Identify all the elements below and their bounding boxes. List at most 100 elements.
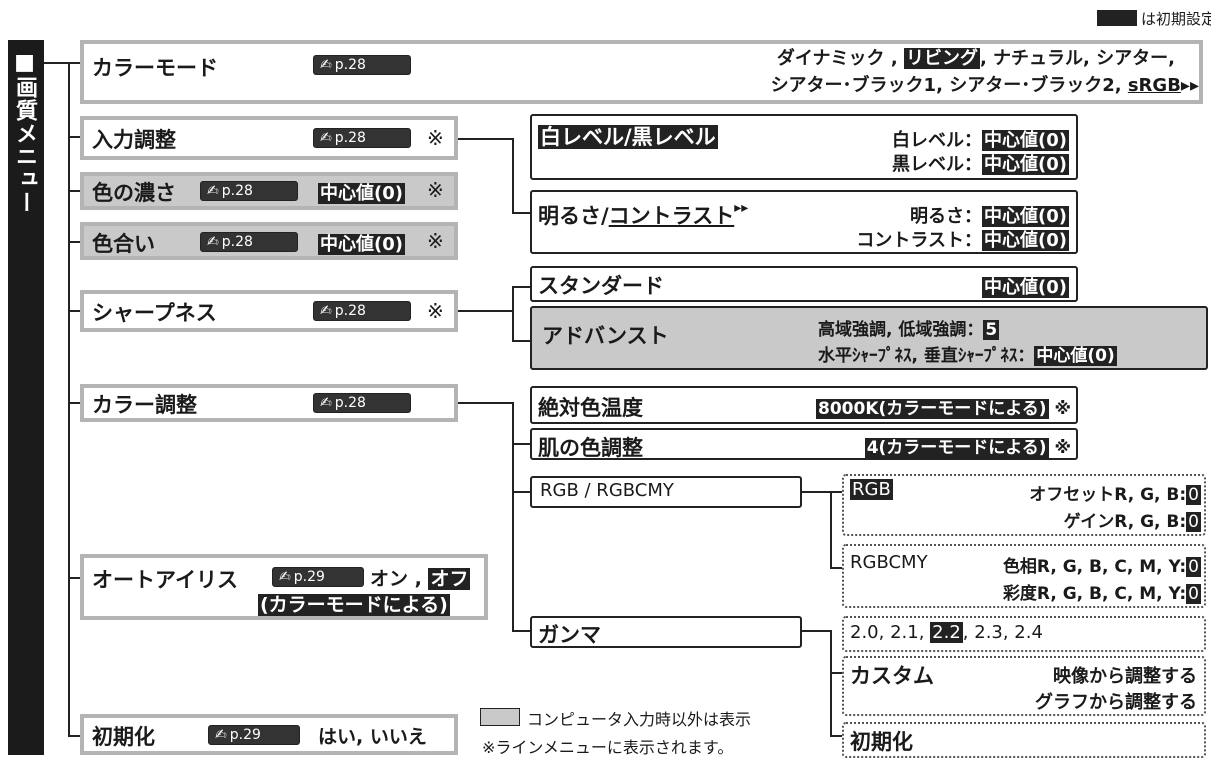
reset-label: 初期化 <box>92 725 155 749</box>
color-adjust-label: カラー調整 <box>92 393 197 417</box>
white-black-level-label: 白レベル/黒レベル <box>538 125 718 149</box>
standard-default: 中心値(0) <box>982 277 1069 298</box>
input-adjust-label: 入力調整 <box>92 128 176 152</box>
color-density-default: 中心値(0) <box>318 183 405 204</box>
connector <box>830 567 842 569</box>
connector <box>830 491 842 493</box>
color-density-label: 色の濃さ <box>92 181 176 205</box>
rgb-rgbcmy-label: RGB / RGBCMY <box>540 480 674 501</box>
gamma-custom-box[interactable] <box>842 656 1206 716</box>
rgbcmy-sub-box[interactable] <box>842 544 1206 608</box>
pen-hand-icon: ✍ <box>207 183 219 199</box>
line-menu-mark: ※ <box>427 299 444 323</box>
brightness-contrast-label: 明るさ/コントラスト▸▸ <box>538 200 749 228</box>
connector <box>512 402 514 632</box>
advanced-label: アドバンスト <box>542 324 669 348</box>
custom-option-video: 映像から調整する <box>1053 666 1197 687</box>
brightness-row: 明るさ：中心値(0) <box>910 206 1069 227</box>
sharpness-box[interactable] <box>80 290 458 332</box>
picture-menu-sidebar: ■画質メニュー <box>8 40 44 755</box>
pen-hand-icon: ✍ <box>320 57 332 73</box>
link-arrow-icon: ▸▸ <box>1180 75 1199 96</box>
hue-default: 中心値(0) <box>318 234 405 255</box>
sidebar-title: ■画質メニュー <box>12 50 37 214</box>
hue-page-ref[interactable]: ✍p.28 <box>200 232 298 252</box>
contrast-row: コントラスト：中心値(0) <box>856 230 1069 251</box>
color-mode-label: カラーモード <box>92 56 218 80</box>
default-value-swatch <box>1097 10 1137 26</box>
gamma-custom-label: カスタム <box>850 664 934 688</box>
connector <box>830 735 842 737</box>
color-mode-page-ref[interactable]: ✍p.28 <box>313 55 411 75</box>
pen-hand-icon: ✍ <box>207 234 219 250</box>
connector <box>830 491 832 569</box>
gamma-reset-label: 初期化 <box>850 730 913 754</box>
gamma-box[interactable] <box>530 616 802 648</box>
connector <box>512 340 530 342</box>
connector <box>458 402 514 404</box>
absolute-color-temp-default: 8000K(カラーモードによる) ※ <box>816 399 1071 419</box>
custom-option-graph: グラフから調整する <box>1035 692 1197 713</box>
connector <box>512 491 530 493</box>
input-adjust-page-ref[interactable]: ✍p.28 <box>313 128 411 148</box>
rgb-gain-row: ゲインR, G, B:0 <box>1063 512 1201 532</box>
connector <box>512 212 530 214</box>
connector <box>68 402 82 404</box>
computer-input-swatch <box>480 708 520 726</box>
reset-box[interactable] <box>80 714 458 755</box>
connector <box>68 62 70 737</box>
hue-label: 色合い <box>92 232 155 256</box>
auto-iris-note: (カラーモードによる) <box>258 594 450 616</box>
pen-hand-icon: ✍ <box>320 395 332 411</box>
connector <box>68 241 82 243</box>
absolute-color-temp-label: 絶対色温度 <box>538 396 643 420</box>
white-level-row: 白レベル：中心値(0) <box>892 130 1069 151</box>
rgbcmy-sub-label: RGBCMY <box>850 552 928 573</box>
rgb-rgbcmy-box[interactable] <box>530 476 802 508</box>
connector <box>512 138 514 214</box>
line-menu-mark: ※ <box>427 126 444 150</box>
connector <box>458 310 514 312</box>
link-arrow-icon: ▸▸ <box>734 200 749 216</box>
skin-tone-label: 肌の色調整 <box>538 436 643 460</box>
legend-line-menu-note: ※ラインメニューに表示されます。 <box>482 738 734 757</box>
connector <box>830 672 842 674</box>
connector <box>830 630 832 737</box>
gamma-label: ガンマ <box>538 623 601 647</box>
reset-page-ref[interactable]: ✍p.29 <box>208 725 300 745</box>
legend-computer-label: コンピュータ入力時以外は表示 <box>527 710 752 729</box>
rgbcmy-hue-row: 色相R, G, B, C, M, Y:0 <box>1002 557 1201 577</box>
connector <box>68 136 82 138</box>
connector <box>802 491 832 493</box>
color-density-page-ref[interactable]: ✍p.28 <box>200 181 298 201</box>
connector <box>458 138 514 140</box>
sharpness-page-ref[interactable]: ✍p.28 <box>313 301 411 321</box>
color-adjust-page-ref[interactable]: ✍p.28 <box>313 393 411 413</box>
auto-iris-page-ref[interactable]: ✍p.29 <box>272 567 364 587</box>
line-menu-mark: ※ <box>427 178 444 202</box>
connector <box>512 286 514 342</box>
skin-tone-default: 4(カラーモードによる) ※ <box>864 438 1071 458</box>
auto-iris-label: オートアイリス <box>92 568 238 592</box>
legend-default-label: は初期設定値 <box>1141 10 1211 28</box>
pen-hand-icon: ✍ <box>215 727 227 743</box>
rgb-sub-box[interactable] <box>842 474 1206 536</box>
connector <box>68 577 82 579</box>
color-mode-options-line2: シアター･ブラック1, シアター･ブラック2, sRGB▸▸ <box>770 75 1199 96</box>
black-level-row: 黒レベル：中心値(0) <box>892 154 1069 175</box>
pen-hand-icon: ✍ <box>320 303 332 319</box>
color-mode-box[interactable] <box>80 40 1203 104</box>
standard-label: スタンダード <box>538 274 664 298</box>
connector <box>44 62 80 64</box>
color-mode-options-line1: ダイナミック , リビング, ナチュラル, シアター, <box>776 48 1175 69</box>
reset-options: はい, いいえ <box>318 726 427 748</box>
rgb-sub-label: RGB <box>850 479 893 500</box>
rgb-offset-row: オフセットR, G, B:0 <box>1029 485 1201 505</box>
gamma-values: 2.0, 2.1, 2.2, 2.3, 2.4 <box>850 622 1043 643</box>
gamma-values-box[interactable] <box>842 616 1206 652</box>
line-menu-mark: ※ <box>427 229 444 253</box>
connector <box>68 735 82 737</box>
pen-hand-icon: ✍ <box>279 569 291 585</box>
connector <box>512 443 530 445</box>
auto-iris-options: オン , オフ <box>370 568 471 590</box>
